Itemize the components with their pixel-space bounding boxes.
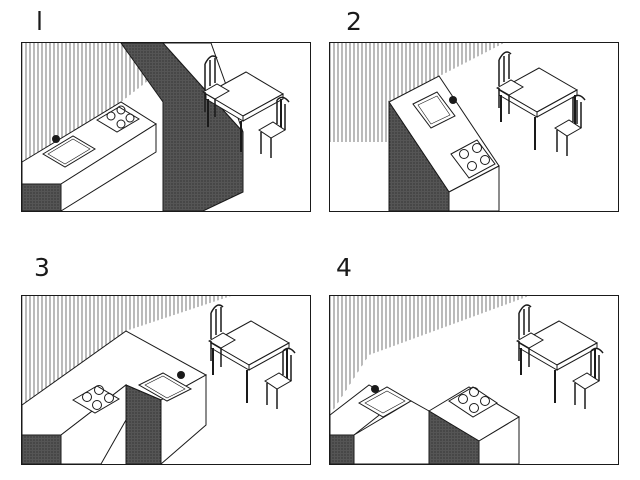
- chair-icon: [572, 347, 604, 409]
- cabinet-front: [21, 434, 62, 465]
- panel-number-3: 3: [34, 253, 50, 282]
- counter-side: [60, 123, 157, 212]
- kitchen-layout-panel-4: [329, 295, 619, 465]
- stove-burners-icon: [72, 385, 120, 414]
- stove-burners-icon: [96, 105, 140, 133]
- chair-icon: [516, 304, 544, 367]
- chair-icon: [554, 94, 586, 156]
- back-wall: [330, 43, 504, 142]
- counter-side: [478, 416, 520, 465]
- stove-burners-icon: [448, 386, 498, 418]
- chair-icon: [202, 55, 230, 117]
- sink-faucet-icon: [412, 91, 457, 129]
- chair-icon: [258, 96, 290, 158]
- sink-faucet-icon: [42, 135, 96, 168]
- back-wall: [330, 296, 529, 415]
- sink-faucet-icon: [137, 371, 193, 402]
- panel-number-2: 2: [346, 7, 362, 36]
- panel-number-1: l: [36, 7, 43, 36]
- chair-icon: [264, 347, 296, 409]
- cabinet-front: [329, 434, 355, 465]
- chair-icon: [496, 51, 524, 114]
- chair-icon: [208, 304, 236, 367]
- stove-burners-icon: [450, 139, 496, 179]
- back-wall: [22, 296, 231, 405]
- panel-number-4: 4: [336, 253, 352, 282]
- cabinet-front: [21, 183, 62, 212]
- kitchen-layout-panel-1: [21, 42, 311, 212]
- counter-side: [448, 165, 500, 212]
- kitchen-layout-panel-3: [21, 295, 311, 465]
- cabinet-front: [125, 384, 162, 465]
- kitchen-layout-panel-2: [329, 42, 619, 212]
